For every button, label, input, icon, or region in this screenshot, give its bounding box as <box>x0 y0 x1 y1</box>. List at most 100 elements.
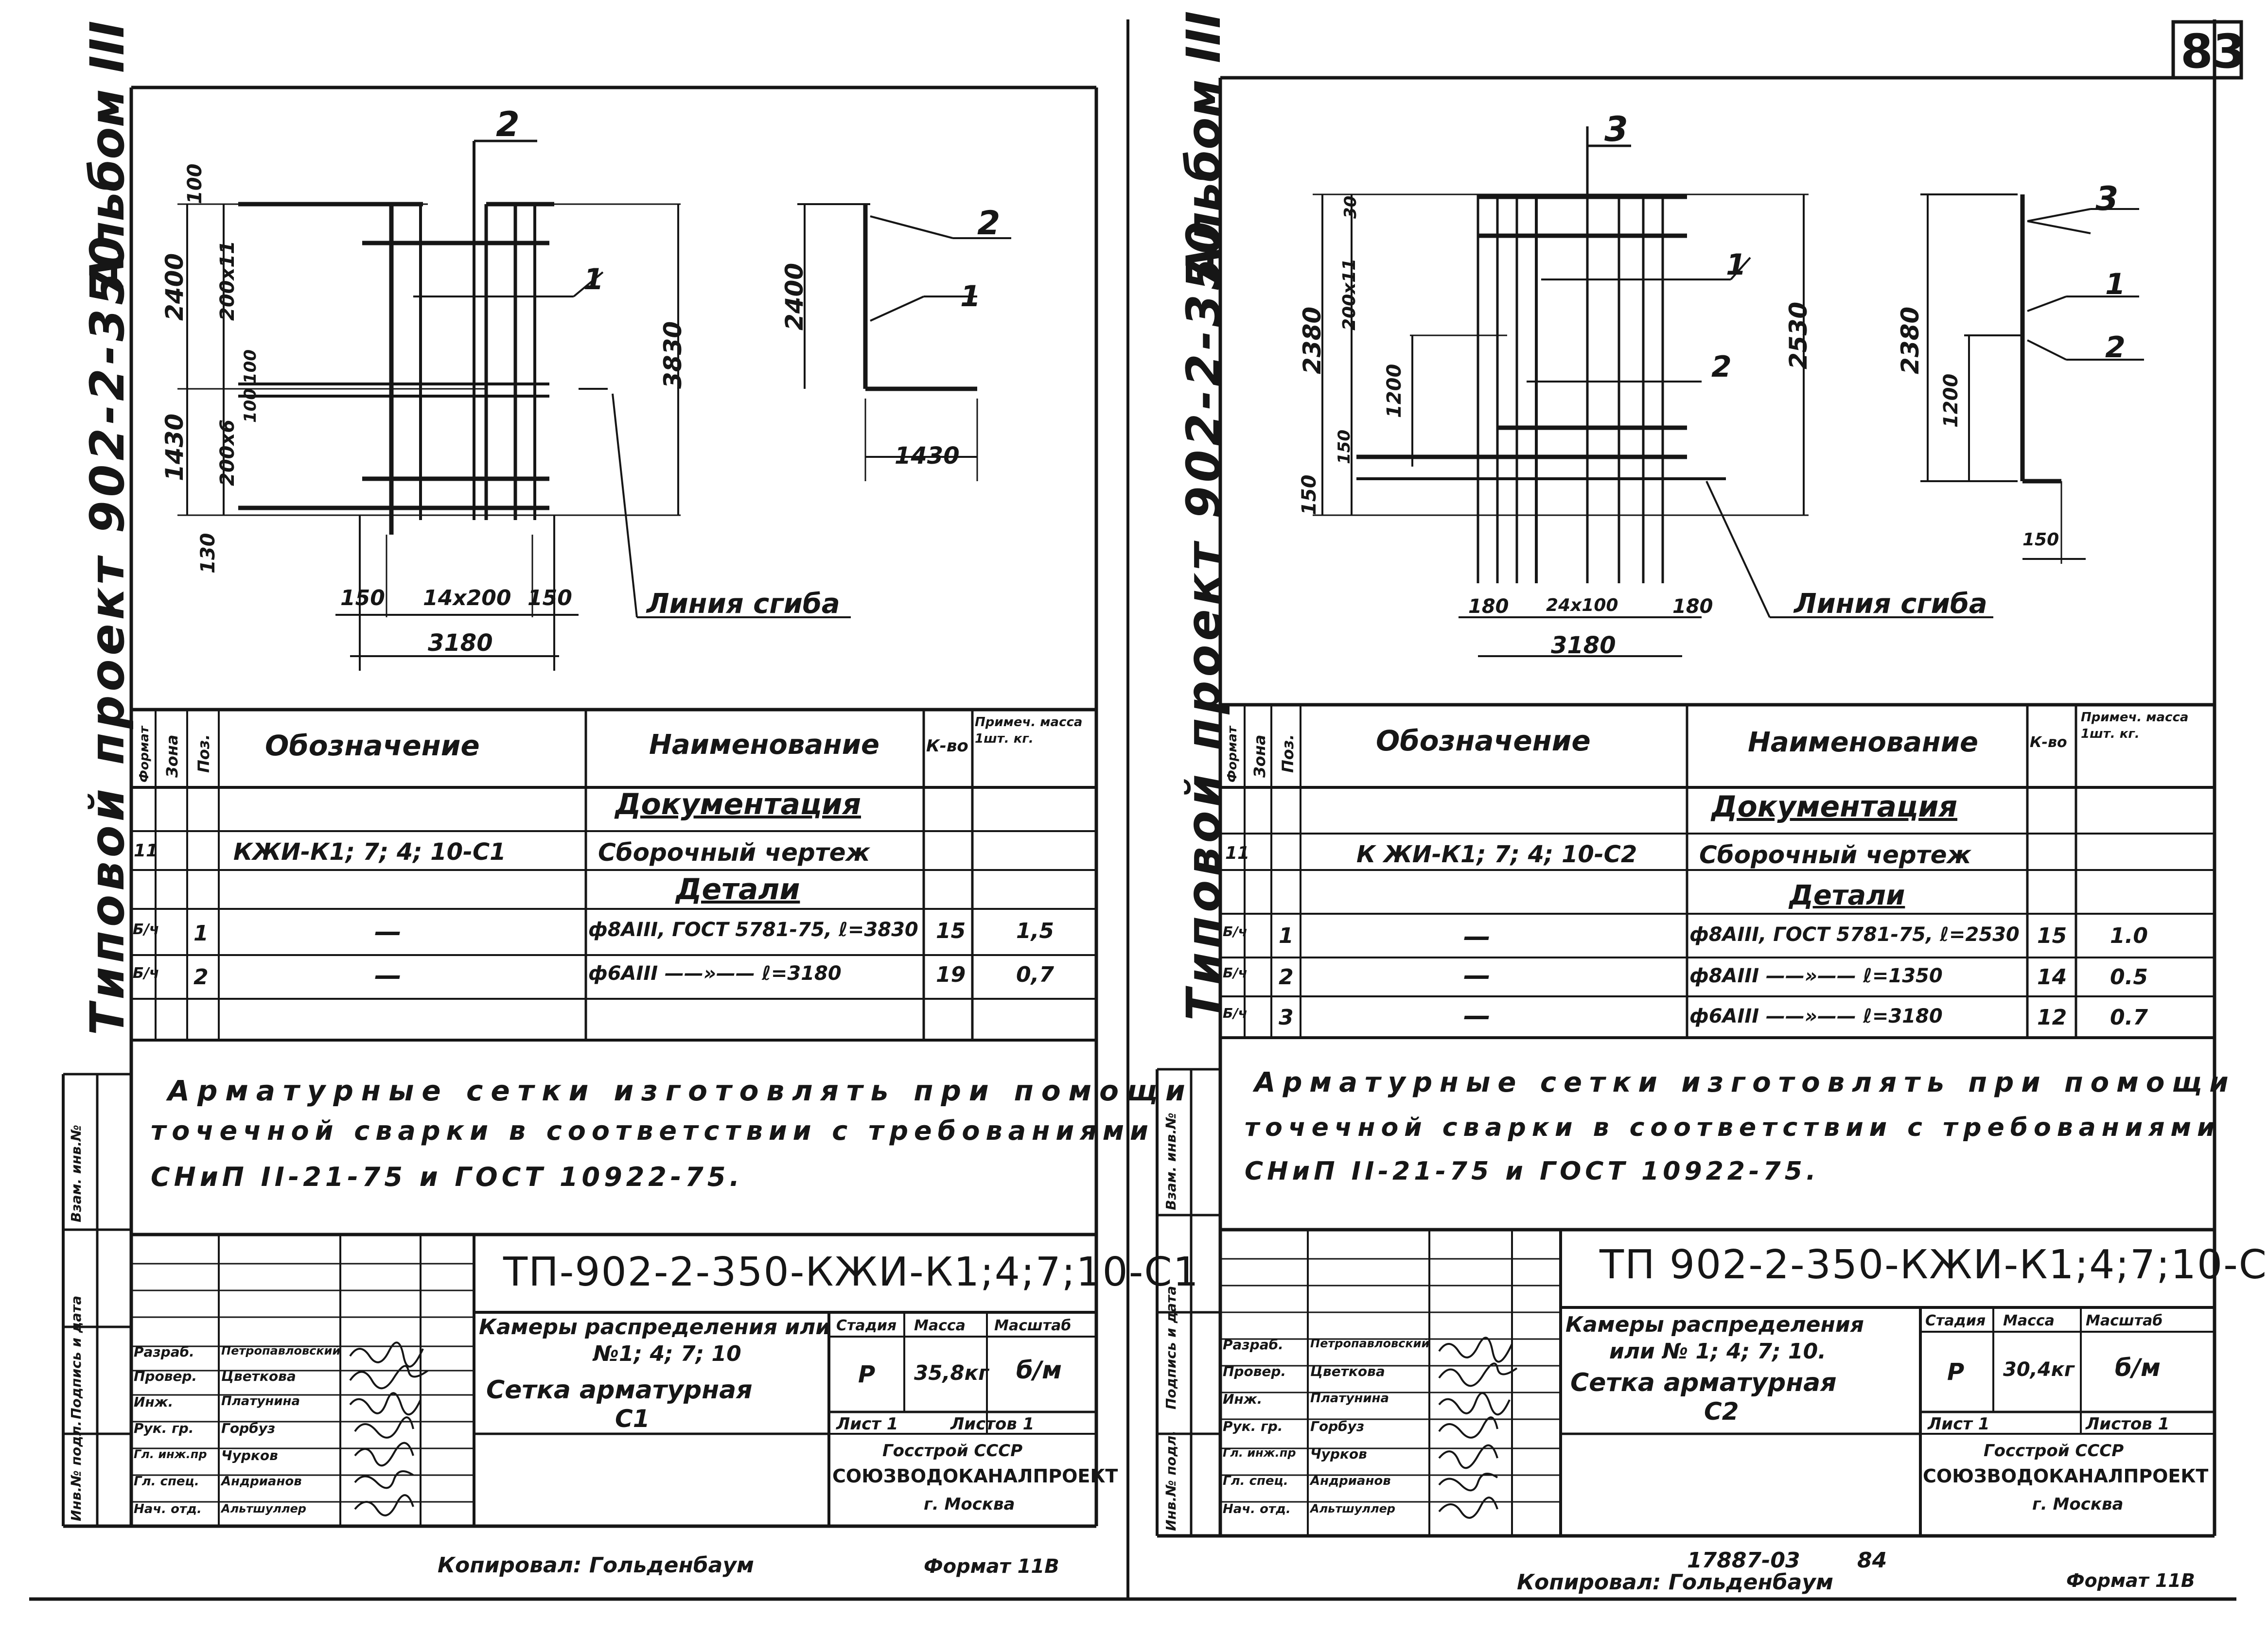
bottom-code: 17887-03 <box>1687 1548 1800 1573</box>
cell-name: Сборочный чертеж <box>598 838 870 867</box>
cell-qty: 14 <box>2037 965 2067 990</box>
side-stamp: Инв.№ подл. <box>68 1421 84 1521</box>
title-line: №1; 4; 7; 10 <box>593 1341 741 1366</box>
cell-qty: 15 <box>936 919 966 943</box>
scale-label: Масштаб <box>994 1317 1072 1334</box>
cell-name: ф6АIII ——»—— ℓ=3180 <box>588 962 842 985</box>
role-name: Платунина <box>1310 1391 1389 1406</box>
dim-label: 200x6 <box>216 419 239 486</box>
role-name: Цветкова <box>1310 1363 1385 1379</box>
scale-label: Масштаб <box>2086 1312 2163 1329</box>
title-line: Сетка арматурная <box>1570 1368 1837 1397</box>
left-sheet-frame <box>62 86 1098 1528</box>
pos-mark: 1 <box>1726 248 1746 282</box>
side-stamp: Взам. инв.№ <box>1163 1113 1179 1210</box>
dim-label: 150 <box>1298 474 1320 516</box>
cell-designation: — <box>374 916 402 948</box>
footer-copied: Копировал: Гольденбаум <box>1517 1570 1833 1595</box>
col-format: Формат <box>137 726 152 783</box>
role-name: Горбуз <box>1310 1418 1365 1434</box>
cell-name: Сборочный чертеж <box>1699 841 1971 869</box>
dim-label: 200x11 <box>1339 258 1359 331</box>
role: Нач. отд. <box>1223 1502 1291 1516</box>
mass-label: Масса <box>914 1317 966 1334</box>
title-block-c2-grid <box>1220 1228 2215 1536</box>
dim-label: 30 <box>1341 195 1360 219</box>
note-line: точечной сварки в соответствии с требова… <box>151 1115 1154 1146</box>
cell-format: Б/ч <box>1223 965 1248 981</box>
col-pos: Поз. <box>194 734 213 773</box>
role: Гл. спец. <box>1223 1474 1288 1488</box>
dim-label: 150 <box>340 586 385 610</box>
cell-pos: 3 <box>1279 1005 1294 1030</box>
dim-label: 2380 <box>1298 306 1326 374</box>
dim-total: 2530 <box>1784 301 1812 369</box>
pos-mark: 2 <box>496 104 520 144</box>
section-docs: Документация <box>1711 790 1957 824</box>
scale-value: б/м <box>2115 1354 2161 1382</box>
cell-name: ф8АIII, ГОСТ 5781-75, ℓ=3830 <box>588 919 918 941</box>
weld-line-label: Линия сгиба <box>1794 588 1987 620</box>
col-zone: Зона <box>163 734 181 778</box>
mesh-c2-drawing <box>1313 126 2144 657</box>
col-qty: К-во <box>2030 734 2067 751</box>
role-name: Альтшуллер <box>1310 1502 1395 1515</box>
stage-value: Р <box>858 1361 876 1388</box>
dim-label: 14x200 <box>423 586 511 610</box>
cell-format: Б/ч <box>1223 1005 1248 1021</box>
dim-label: 1430 <box>160 413 189 481</box>
dim-label: 130 <box>197 533 219 574</box>
dim-label: 150 <box>1335 430 1354 464</box>
spec-table-c1-grid <box>131 708 1096 1042</box>
role-name: Андрианов <box>1310 1474 1391 1488</box>
section-parts: Детали <box>676 872 800 906</box>
cell-format: 11 <box>1225 843 1250 863</box>
col-qty: К-во <box>926 736 968 756</box>
section-docs: Документация <box>615 787 861 821</box>
note-line: СНиП II-21-75 и ГОСТ 10922-75. <box>1245 1157 1820 1186</box>
cell-mass: 0.7 <box>2110 1005 2148 1030</box>
stage-value: Р <box>1947 1358 1965 1386</box>
page-number: 83 <box>2180 24 2246 79</box>
note-line: точечной сварки в соответствии с требова… <box>1245 1113 2221 1142</box>
cell-name: ф8АIII ——»—— ℓ=1350 <box>1689 965 1943 987</box>
sheet-number: Лист 1 <box>1928 1414 1990 1434</box>
cell-format: 11 <box>134 841 158 861</box>
org-line: Госстрой СССР <box>882 1441 1023 1461</box>
cell-designation: — <box>1463 960 1491 992</box>
org-line: Госстрой СССР <box>1984 1441 2124 1461</box>
note-line: Арматурные сетки изготовлять при помощи <box>168 1074 1193 1107</box>
project-label: Типовой проект 902-2-350 <box>1177 217 1231 1021</box>
col-note: Примеч. масса 1шт. кг. <box>2081 710 2189 741</box>
side-length: 1430 <box>895 442 960 470</box>
cell-name: ф8АIII, ГОСТ 5781-75, ℓ=2530 <box>1689 923 2020 946</box>
side-length: 150 <box>2022 530 2059 550</box>
cell-format: Б/ч <box>133 965 159 982</box>
mass-label: Масса <box>2003 1312 2055 1329</box>
role-name: Петропавловский <box>221 1344 341 1358</box>
dim-width: 3180 <box>1551 632 1616 659</box>
dim-label: 150 <box>527 586 572 610</box>
side-stamp: Подпись и дата <box>68 1295 84 1419</box>
note-line: СНиП II-21-75 и ГОСТ 10922-75. <box>151 1162 743 1192</box>
side-stamp: Подпись и дата <box>1163 1286 1179 1410</box>
cell-designation: — <box>374 960 402 992</box>
cell-mass: 0,7 <box>1016 962 1054 987</box>
footer-format: Формат 11В <box>2066 1570 2195 1591</box>
cell-designation: К ЖИ-К1; 7; 4; 10-С2 <box>1356 841 1637 868</box>
sheets-total: Листов 1 <box>2086 1414 2170 1434</box>
stage-label: Стадия <box>1925 1312 1986 1329</box>
cell-format: Б/ч <box>133 921 159 938</box>
title-line: или № 1; 4; 7; 10. <box>1609 1339 1826 1364</box>
role: Инж. <box>134 1394 174 1410</box>
role-name: Андрианов <box>221 1474 302 1489</box>
org-line: г. Москва <box>924 1495 1015 1514</box>
org-line: СОЮЗВОДОКАНАЛПРОЕКТ <box>1923 1465 2209 1487</box>
dim-label: 2400 <box>160 253 189 321</box>
cell-pos: 2 <box>193 965 209 990</box>
title-line: Камеры распределения <box>1565 1312 1864 1337</box>
sheet-number: Лист 1 <box>836 1414 898 1434</box>
cell-pos: 1 <box>193 921 209 946</box>
dim-label: 100 <box>241 349 260 384</box>
col-note: Примеч. масса 1шт. кг. <box>975 715 1083 746</box>
